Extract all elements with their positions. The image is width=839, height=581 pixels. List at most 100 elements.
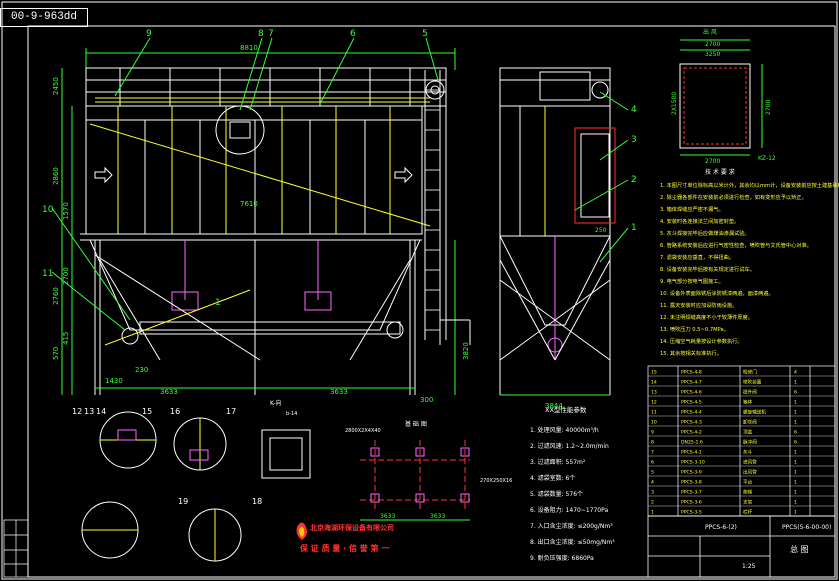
flange-detail (679, 39, 763, 156)
tech-item-14: 14. 压缩空气耗量按设计参数执行。 (660, 337, 743, 345)
tech-title: 技 术 要 求 (705, 168, 735, 176)
front-left-dim-5: 2760 (52, 287, 60, 305)
parts-cell: 1 (794, 420, 797, 426)
parts-cell: 15 (651, 370, 657, 376)
parts-cell: PPCS-3-8 (681, 480, 702, 486)
parts-cell: 1 (794, 490, 797, 496)
parts-cell: 6 (794, 430, 797, 436)
spec-item-2: 2. 过滤风速: 1.2~2.0m/min (530, 442, 609, 450)
parts-cell: 1 (794, 500, 797, 506)
parts-cell: 1 (794, 480, 797, 486)
front-small-dim-1: 1430 (105, 377, 123, 385)
parts-cell: 卸灰阀 (743, 419, 757, 426)
flange-title: 出 风 (703, 28, 717, 36)
parts-cell: 平台 (743, 479, 753, 486)
side-view (499, 67, 616, 396)
side-callout-2: 2 (631, 175, 637, 185)
parts-cell: 检修门 (743, 369, 757, 376)
section-details (81, 411, 311, 562)
parts-cell: 1 (794, 380, 797, 386)
section-label-18: 18 (252, 497, 262, 506)
flange-side-dim-1: 2X1500 (671, 92, 678, 115)
spec-item-6: 6. 设备阻力: 1470~1770Pa (530, 506, 608, 514)
title-block (647, 515, 836, 578)
callout-6: 6 (350, 29, 356, 39)
title-scale: 1:25 (742, 563, 756, 570)
spec-title: XX型性能参数 (545, 405, 587, 414)
title-drawing-no: PPCS(5-6-00-00) (782, 524, 831, 531)
title-drawing-name: 总 图 (790, 544, 809, 554)
callout-10: 10 (42, 205, 54, 215)
parts-cell: PPCS-4-8 (681, 370, 702, 376)
tech-item-11: 11. 露天安装时应加设防雨设施。 (660, 301, 737, 309)
tech-item-9: 9. 电气部分按电气图施工。 (660, 277, 724, 285)
parts-cell: 6 (794, 440, 797, 446)
flange-bottom-dim: 2700 (705, 158, 720, 165)
callout-7: 7 (268, 29, 274, 39)
parts-cell: 1 (794, 410, 797, 416)
parts-cell: 1 (794, 470, 797, 476)
parts-cell: 4 (651, 480, 654, 486)
parts-table (647, 365, 836, 517)
front-small-dim-2: 230 (135, 366, 148, 374)
section-label-k: K-向 (270, 399, 281, 407)
section-label-16: 16 (170, 407, 180, 416)
company-logo (296, 522, 307, 540)
parts-cell: 进风管 (743, 459, 757, 466)
foundation-dim-1: 3633 (380, 513, 395, 520)
parts-cell: 4 (794, 370, 797, 376)
parts-cell: 爬梯 (743, 489, 753, 496)
section-label-17: 17 (226, 407, 236, 416)
parts-cell: 9 (651, 430, 654, 436)
parts-cell: 1 (794, 400, 797, 406)
parts-cell: PPCS-4-2 (681, 430, 702, 436)
parts-cell: 灰斗 (743, 449, 753, 456)
spec-item-8: 8. 出口含尘浓度: ≤50mg/Nm³ (530, 538, 615, 546)
tech-item-6: 6. 管路系统安装后应进行气密性检查，喷吹管与文氏管中心对准。 (660, 241, 812, 249)
callout-8: 8 (258, 29, 264, 39)
parts-cell: 栏杆 (743, 509, 753, 516)
section-label-15: 15 (142, 407, 152, 416)
parts-cell: PPCS-4-6 (681, 390, 702, 396)
parts-cell: PPCS-4-3 (681, 420, 702, 426)
foundation-tag-right: 270X250X16 (480, 478, 512, 484)
callout-11: 11 (42, 269, 53, 279)
parts-cell: 顶盖 (743, 429, 753, 436)
section-label-12: 12 (72, 407, 82, 416)
section-label-14: 14 (96, 407, 106, 416)
foundation-plan (360, 440, 470, 521)
front-left-dim-2: 2860 (52, 167, 60, 185)
parts-cell: 出风管 (743, 469, 757, 476)
parts-cell: 1 (794, 450, 797, 456)
tech-item-1: 1. 本图尺寸单位除标高以米计外，其余均以mm计，设备安装前应按土建基础核对。 (660, 181, 839, 189)
side-callout-4: 4 (631, 105, 637, 115)
spec-item-5: 5. 滤袋数量: 576个 (530, 490, 583, 498)
side-bottom-dim: 3844 (545, 402, 563, 410)
spec-item-9: 9. 耐负压强度: 6860Pa (530, 554, 594, 562)
front-small-dim-3: 300 (420, 396, 433, 404)
tech-requirements: 技 术 要 求 1. 本图尺寸单位除标高以米计外，其余均以mm计，设备安装前应按… (660, 168, 839, 357)
foundation-tag-top: 2800X2X4X40 (345, 428, 381, 434)
tech-item-4: 4. 安装时各连接法兰间加密封垫。 (660, 217, 739, 225)
parts-cell: 脉冲阀 (743, 439, 757, 446)
parts-cell: PPCS-4-1 (681, 450, 702, 456)
company-name: 北京海湖环保设备有限公司 (310, 523, 394, 532)
front-bottom-dim-1: 3633 (160, 388, 178, 396)
callout-9: 9 (146, 29, 152, 39)
parts-cell: 13 (651, 390, 657, 396)
front-bottom-dim-2: 3633 (330, 388, 348, 396)
parts-cell: PPCS-4-4 (681, 410, 702, 416)
parts-cell: 2 (651, 500, 654, 506)
parts-cell: 支架 (743, 499, 753, 506)
front-left-dim-1: 2450 (52, 77, 60, 95)
front-left-dim-7: 570 (52, 347, 60, 360)
tech-item-12: 12. 未注明焊缝高度不小于较薄件厚度。 (660, 313, 753, 321)
parts-cell: 1 (794, 510, 797, 516)
title-model: PPCS-6-(2) (705, 524, 737, 531)
spec-list: XX型性能参数 1. 处理风量: 40000m³/h 2. 过滤风速: 1.2~… (530, 405, 615, 562)
parts-cell: 10 (651, 420, 657, 426)
parts-cell: 1 (794, 460, 797, 466)
